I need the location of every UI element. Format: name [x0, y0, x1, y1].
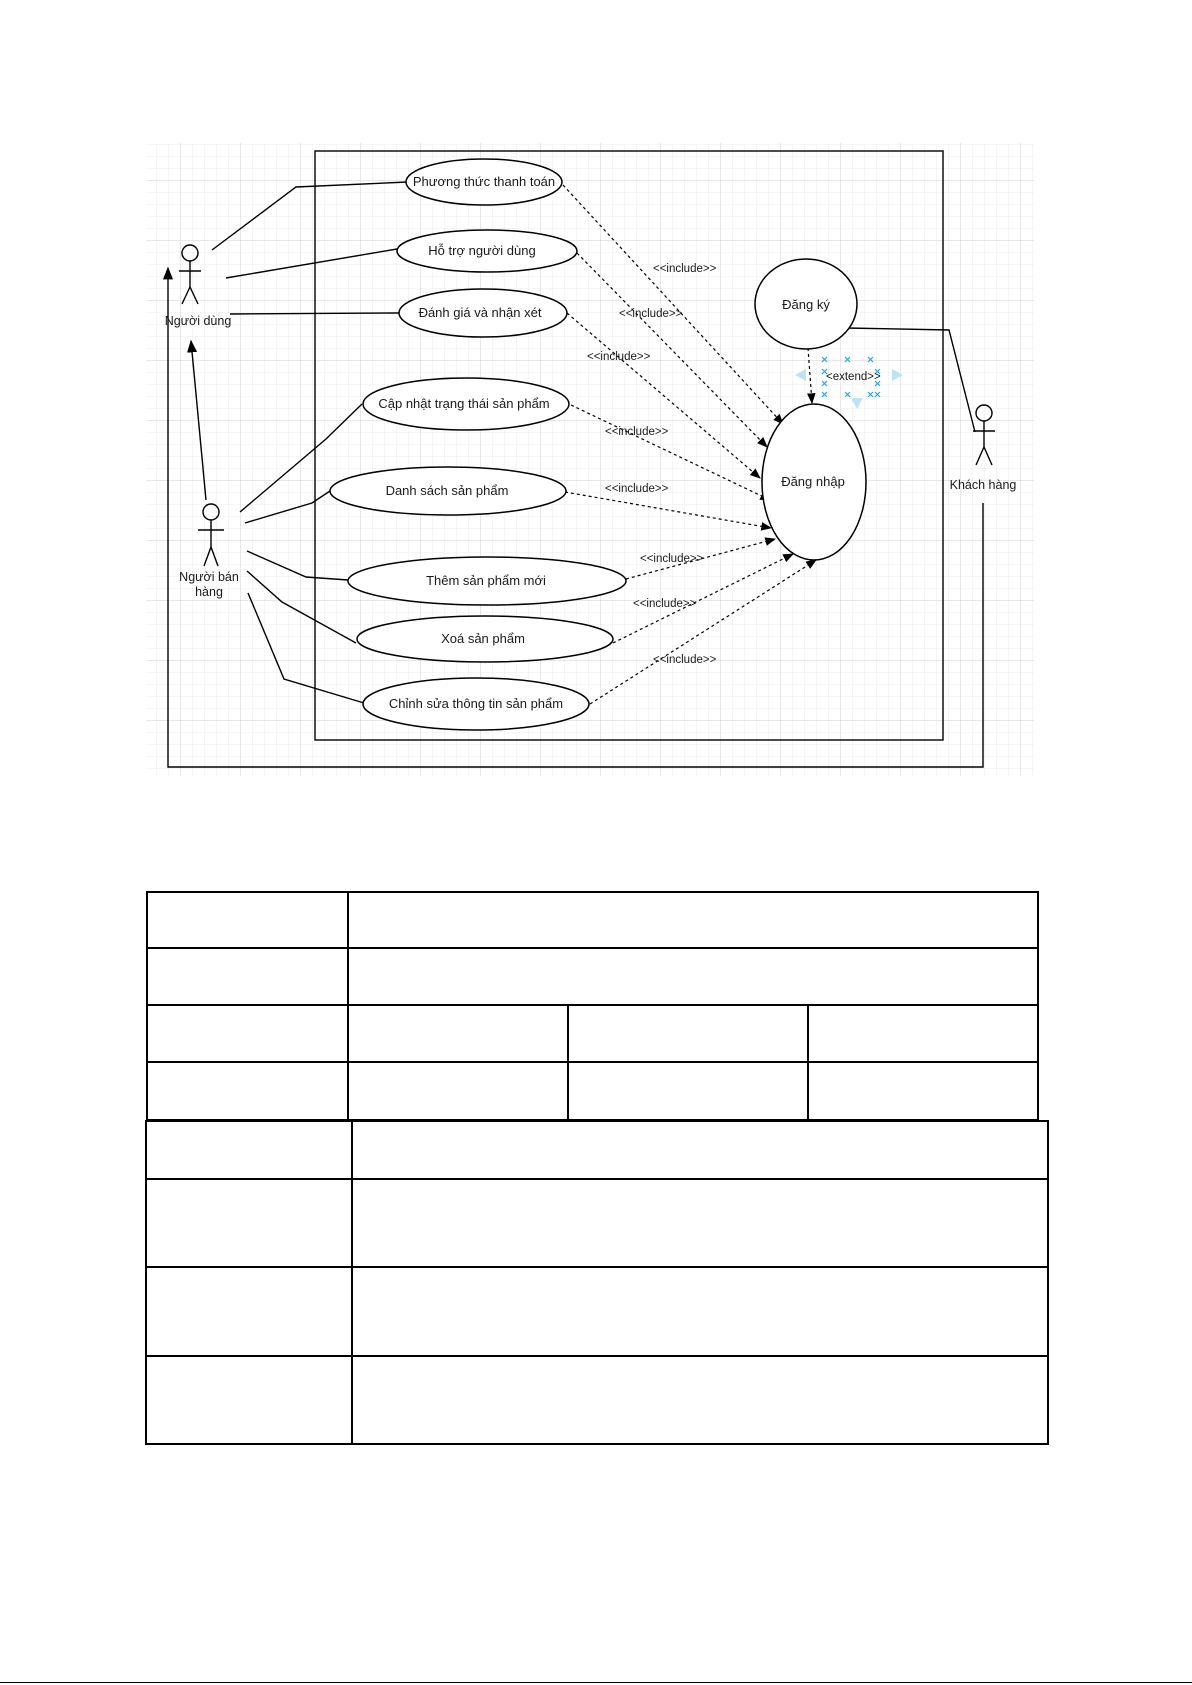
label-include-6: <<include>>	[640, 553, 704, 565]
table-top-cell	[148, 893, 349, 949]
use-case-edit-product: Chỉnh sửa thông tin sản phẩm	[362, 677, 590, 731]
label-include-1: <<include>>	[653, 263, 717, 275]
label-include-3: <<include>>	[587, 351, 651, 363]
label-include-5: <<include>>	[605, 483, 669, 495]
actor-user-label: Người dùng	[165, 314, 232, 328]
assoc-seller-add	[246, 550, 349, 581]
page-footer-rule	[0, 1682, 1192, 1683]
assoc-seller-edit	[247, 592, 365, 704]
table-bottom-cell	[353, 1268, 1047, 1357]
assoc-seller-update	[239, 403, 363, 513]
svg-text:Đăng ký: Đăng ký	[782, 297, 830, 312]
svg-text:Cập nhật trạng thái sản phẩm: Cập nhật trạng thái sản phẩm	[378, 396, 549, 411]
use-case-update-status: Cập nhật trạng thái sản phẩm	[362, 377, 570, 431]
assoc-user-review	[229, 312, 400, 315]
link-customer-user	[162, 266, 984, 768]
actor-seller-label-line2: hàng	[195, 585, 223, 599]
label-include-2: <<include>>	[619, 308, 683, 320]
table-top-cell	[148, 949, 349, 1006]
use-case-support: Hỗ trợ người dùng	[396, 229, 578, 273]
table-top-cell	[349, 1063, 569, 1121]
use-case-product-list: Danh sách sản phẩm	[329, 466, 567, 516]
relation-labels: <<include>> <<include>> <<include>> <<in…	[587, 263, 881, 666]
table-bottom-cell	[147, 1122, 353, 1180]
use-cases: Phương thức thanh toán Hỗ trợ người dùng…	[329, 158, 867, 731]
table-bottom	[145, 1120, 1049, 1445]
use-case-payment: Phương thức thanh toán	[405, 158, 563, 206]
generalization-seller-user	[187, 339, 207, 501]
svg-text:Đánh giá và nhận xét: Đánh giá và nhận xét	[419, 305, 542, 320]
use-case-delete-product: Xoá sản phẩm	[356, 615, 614, 663]
svg-text:Phương thức thanh toán: Phương thức thanh toán	[413, 174, 555, 189]
use-case-review: Đánh giá và nhận xét	[398, 288, 568, 338]
use-case-register: Đăng ký	[754, 258, 858, 350]
use-case-login: Đăng nhập	[761, 403, 867, 561]
table-top-cell	[569, 1063, 809, 1121]
assoc-seller-list	[244, 490, 331, 524]
table-bottom-cell	[147, 1357, 353, 1443]
include-relations	[562, 184, 817, 705]
actor-seller-label-line1: Người bán	[179, 570, 239, 584]
table-top-cell	[349, 1006, 569, 1063]
table-top-cell	[349, 949, 1037, 1006]
svg-text:Thêm sản phẩm mới: Thêm sản phẩm mới	[426, 573, 546, 588]
table-top-cell	[148, 1006, 349, 1063]
label-include-7: <<include>>	[633, 598, 697, 610]
label-include-8: <<include>>	[653, 654, 717, 666]
associations	[211, 181, 976, 704]
table-top-cell	[349, 893, 1037, 949]
use-case-add-product: Thêm sản phẩm mới	[347, 556, 627, 606]
assoc-register-customer	[845, 327, 976, 433]
actor-customer: Khách hàng	[950, 404, 1017, 492]
table-bottom-cell	[353, 1180, 1047, 1268]
assoc-user-support	[225, 248, 398, 279]
table-bottom-cell	[353, 1122, 1047, 1180]
diagram-grid-background	[146, 143, 1034, 776]
table-bottom-cell	[147, 1180, 353, 1268]
svg-text:Danh sách sản phẩm: Danh sách sản phẩm	[386, 483, 509, 498]
table-top-cell	[569, 1006, 809, 1063]
assoc-user-payment	[211, 181, 409, 251]
label-extend: <extend>>	[826, 371, 881, 383]
table-top-cell	[809, 1006, 1037, 1063]
label-include-4: <<include>>	[605, 426, 669, 438]
table-top	[146, 891, 1039, 1121]
svg-text:Xoá sản phẩm: Xoá sản phẩm	[441, 631, 525, 646]
system-boundary	[314, 150, 944, 741]
table-top-cell	[148, 1063, 349, 1121]
actor-customer-label: Khách hàng	[950, 478, 1017, 492]
svg-text:Hỗ trợ người dùng: Hỗ trợ người dùng	[428, 243, 535, 258]
extend-selection-marker	[795, 356, 903, 409]
actor-user: Người dùng	[165, 244, 232, 328]
table-bottom-cell	[147, 1268, 353, 1357]
assoc-seller-delete	[246, 570, 357, 644]
actor-seller: Người bán hàng	[179, 503, 239, 599]
svg-text:Đăng nhập: Đăng nhập	[781, 474, 845, 489]
svg-text:Chỉnh sửa thông tin sản phẩm: Chỉnh sửa thông tin sản phẩm	[389, 696, 563, 711]
